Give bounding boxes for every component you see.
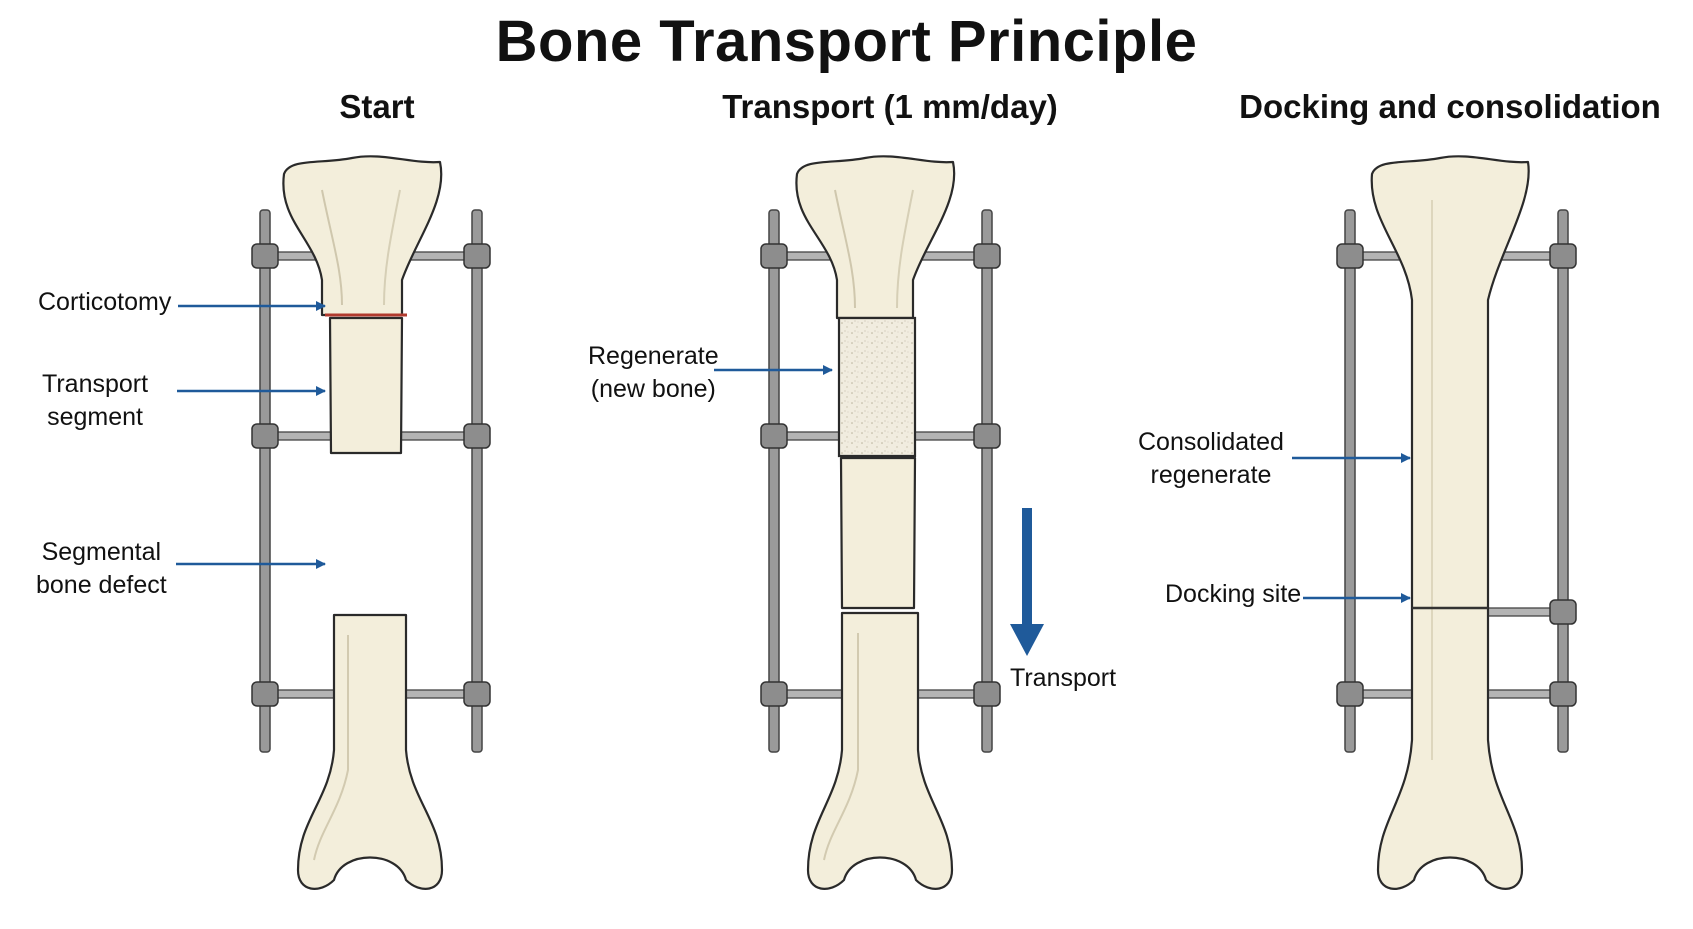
frame-transport-clamp-0-left <box>760 243 788 269</box>
label-regenerate: Regenerate(new bone) <box>588 342 719 403</box>
frame-transport-clamp-1-right <box>973 423 1001 449</box>
frame-transport-clamp-1-left <box>760 423 788 449</box>
distal-bone-start-shade <box>313 635 349 861</box>
frame-transport-left-rod <box>768 209 780 753</box>
frame-docking-clamp-1-right <box>1549 681 1577 707</box>
panel-title-start: Start <box>339 88 415 125</box>
frame-start-left-rod <box>259 209 271 753</box>
transport-segment-start <box>328 316 404 455</box>
frame-start-clamp-0-left <box>251 243 279 269</box>
frame-start-right-rod <box>471 209 483 753</box>
frame-start-clamp-1-left <box>251 423 279 449</box>
proximal-bone-transport-shade-2 <box>896 189 914 309</box>
frame-docking-clamp-docking <box>1549 599 1577 625</box>
proximal-bone-start-shade <box>321 189 343 306</box>
regenerate-bone <box>837 316 917 458</box>
diagram-title: Bone Transport Principle <box>495 9 1198 74</box>
transport-segment-moving <box>839 456 917 610</box>
label-corticotomy: Corticotomy <box>38 288 172 316</box>
frame-docking-clamp-1-left <box>1336 681 1364 707</box>
proximal-bone-start-shade-2 <box>383 189 401 306</box>
frame-transport-clamp-2-right <box>973 681 1001 707</box>
frame-docking-left-rod <box>1344 209 1356 753</box>
frame-transport-right-rod <box>981 209 993 753</box>
frame-transport-clamp-2-left <box>760 681 788 707</box>
frame-start-clamp-2-left <box>251 681 279 707</box>
distal-bone-start <box>296 613 444 890</box>
frame-docking-clamp-0-left <box>1336 243 1364 269</box>
proximal-bone-start <box>282 155 443 317</box>
transport-arrow-shaft <box>1022 508 1032 628</box>
label-docking-site: Docking site <box>1165 580 1302 608</box>
frame-start-clamp-2-right <box>463 681 491 707</box>
frame-transport-clamp-0-right <box>973 243 1001 269</box>
consolidated-bone <box>1370 155 1530 890</box>
panel-title-transport: Transport (1 mm/day) <box>722 88 1058 125</box>
frame-start-clamp-0-right <box>463 243 491 269</box>
distal-bone-transport <box>806 611 954 890</box>
panel-title-docking: Docking and consolidation <box>1239 88 1661 125</box>
proximal-bone-transport <box>795 155 956 320</box>
proximal-bone-transport-shade <box>834 189 856 309</box>
label-transport-direction: Transport <box>1010 664 1117 692</box>
frame-start-clamp-1-right <box>463 423 491 449</box>
transport-arrow-head <box>1010 624 1044 656</box>
frame-docking-clamp-0-right <box>1549 243 1577 269</box>
distal-bone-transport-shade <box>823 633 859 861</box>
frame-docking-right-rod <box>1557 209 1569 753</box>
